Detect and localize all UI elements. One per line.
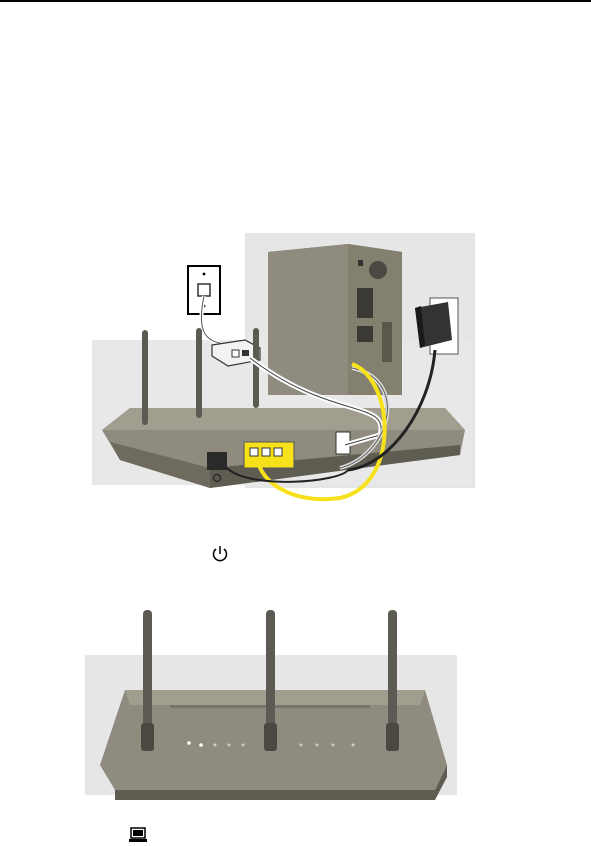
router-front-diagram [85,605,460,805]
power-icon [211,544,229,564]
computer-icon [128,826,148,844]
computer-tower-icon [268,244,402,395]
page-top-rule [0,0,591,2]
connection-diagram [90,230,475,515]
